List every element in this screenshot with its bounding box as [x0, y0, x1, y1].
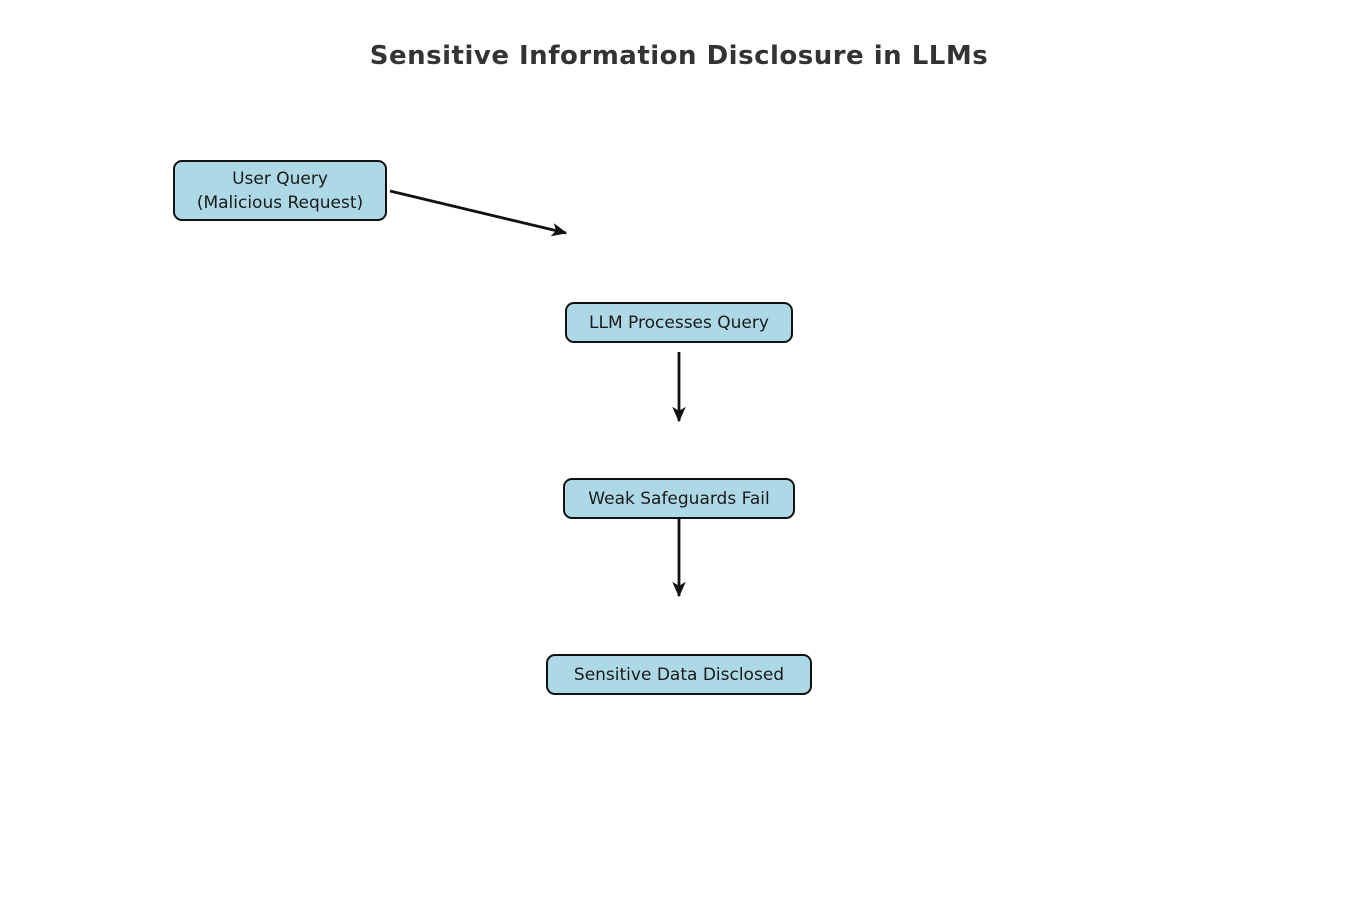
node-weak-safeguards-fail-label: Weak Safeguards Fail [588, 488, 770, 509]
node-user-query-label-line1: User Query [232, 168, 328, 189]
diagram-title: Sensitive Information Disclosure in LLMs [369, 41, 989, 71]
node-user-query-label-line2: (Malicious Request) [196, 192, 364, 213]
node-weak-safeguards-fail: Weak Safeguards Fail [563, 478, 795, 519]
node-user-query: User Query (Malicious Request) [173, 160, 387, 221]
arrow-user-query-to-llm [389, 189, 568, 237]
node-llm-processes-query-label: LLM Processes Query [589, 312, 769, 333]
node-sensitive-data-disclosed-label: Sensitive Data Disclosed [573, 664, 785, 685]
node-sensitive-data-disclosed: Sensitive Data Disclosed [546, 654, 812, 695]
node-llm-processes-query: LLM Processes Query [565, 302, 793, 343]
